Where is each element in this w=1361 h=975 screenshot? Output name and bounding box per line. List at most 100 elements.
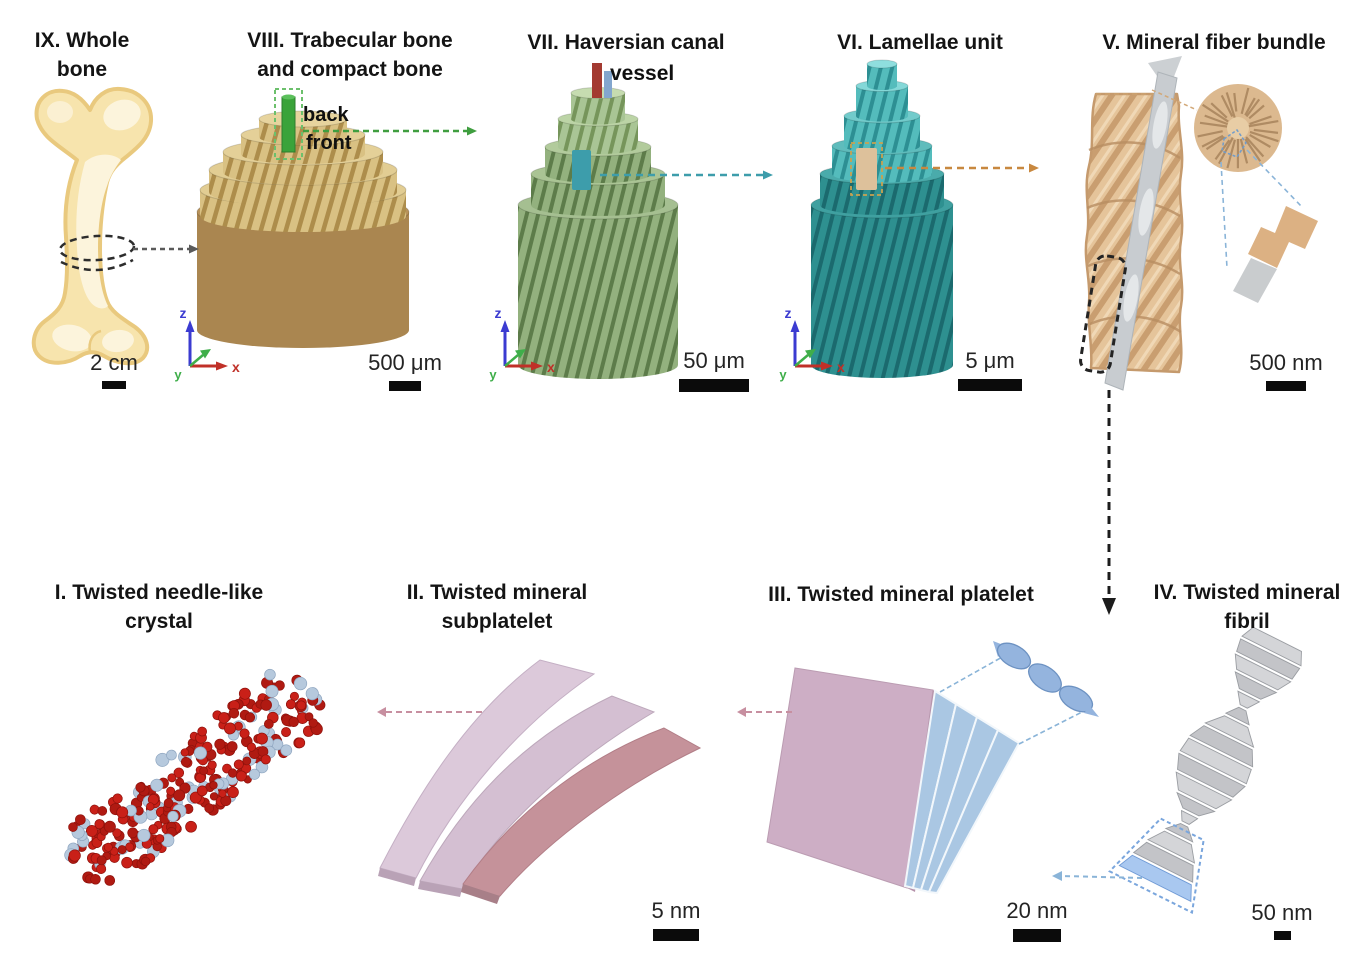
fibril-platelet <box>1224 706 1250 726</box>
oxygen-atom <box>260 699 272 711</box>
trabecular-tier-bottom <box>259 129 347 145</box>
x-axis-arrowhead <box>216 361 228 371</box>
y-axis-arrow <box>504 354 519 367</box>
oxygen-atom <box>218 789 227 798</box>
z-axis-arrowhead <box>790 320 800 332</box>
y-axis-arrowhead <box>200 349 211 359</box>
haversian-tier-bottom <box>558 140 638 154</box>
oxygen-atom <box>141 856 151 867</box>
fibril-platelet <box>1175 771 1233 810</box>
radial-line <box>1245 98 1261 118</box>
oxygen-atom <box>185 820 197 833</box>
oxygen-atom <box>308 718 318 728</box>
subplatelet-blade-2 <box>419 695 656 890</box>
oxygen-atom <box>260 754 271 765</box>
title-line: IV. Twisted mineral <box>1153 581 1341 604</box>
blade-3-edge <box>461 884 500 904</box>
fibril-platelet <box>1241 626 1302 667</box>
title-ii-subplatelet: II. Twisted mineral subplatelet <box>390 578 604 636</box>
scalebar-rule <box>102 381 126 389</box>
axis-label-z: z <box>785 305 792 321</box>
calcium-atom <box>137 828 151 843</box>
arrow-iv-to-iii-head <box>1052 871 1062 881</box>
fibril-platelet <box>1146 830 1196 864</box>
section-cut-dashed-arc <box>60 258 134 272</box>
highlighted-lamellae-patch <box>572 150 591 190</box>
radial-line <box>1249 130 1279 143</box>
radial-line <box>1210 102 1228 119</box>
arrow-v-to-iv-head <box>1102 598 1116 615</box>
calcium-atom <box>264 668 276 681</box>
staircase-mineral-gray <box>1233 258 1277 303</box>
oxygen-atom <box>75 814 86 826</box>
scalebar-label: 500 nm <box>1249 350 1323 375</box>
trabecular-tier-bottom <box>197 312 409 348</box>
calcium-atom <box>166 749 177 761</box>
axis-label-x: x <box>837 359 845 375</box>
title-iii-platelet: III. Twisted mineral platelet <box>768 583 1034 606</box>
femur-head-highlight <box>103 99 141 131</box>
radial-line <box>1253 128 1279 134</box>
radial-line <box>1218 135 1235 165</box>
z-axis-arrowhead <box>185 320 195 332</box>
lamellae-tier-bottom <box>856 110 908 122</box>
scalebar-viii: 500 μm <box>362 350 448 391</box>
scalebar-vii: 50 μm <box>668 348 760 392</box>
title-line: VIII. Trabecular bone <box>247 29 453 52</box>
scalebar-label: 500 μm <box>368 350 442 375</box>
arrow-vii-to-vi-head <box>763 170 773 180</box>
radial-line <box>1249 133 1271 148</box>
radial-line <box>1201 103 1229 123</box>
scalebar-rule <box>653 929 699 941</box>
oxygen-atom <box>197 726 208 737</box>
scalebar-rule <box>958 379 1022 391</box>
oxygen-atom <box>166 786 176 796</box>
ribbon-sheen-2 <box>1138 188 1154 236</box>
radial-line <box>1226 139 1236 169</box>
oxygen-atom <box>246 742 257 752</box>
oxygen-atom <box>112 793 123 804</box>
oxygen-atom <box>103 842 113 852</box>
radial-line <box>1225 92 1237 120</box>
oxygen-atom <box>296 700 307 711</box>
oxygen-atom <box>146 802 155 811</box>
trabecular-tier-bottom <box>209 177 397 207</box>
radial-line <box>1246 120 1279 128</box>
calcium-atom <box>160 833 175 848</box>
fibril-bottom-dashed-outline <box>1108 817 1205 915</box>
title-v-fiber-bundle: V. Mineral fiber bundle <box>1102 31 1326 54</box>
scalebar-rule <box>1013 929 1061 942</box>
title-line: and compact bone <box>257 58 443 81</box>
rope-twist-crease-1 <box>1088 141 1181 160</box>
lamellae-tier-body <box>867 64 897 86</box>
oxygen-atom <box>117 845 127 855</box>
scalebar-label: 5 μm <box>965 348 1015 373</box>
radial-line <box>1248 104 1265 120</box>
radial-line <box>1197 130 1223 138</box>
rope-twist-crease-2 <box>1086 199 1181 218</box>
oxygen-atom <box>207 760 217 770</box>
x-axis-arrowhead <box>821 361 833 371</box>
scalebar-vi: 5 μm <box>946 348 1034 391</box>
calcium-atom <box>248 768 261 780</box>
title-vi-lamellae: VI. Lamellae unit <box>837 31 1003 54</box>
scalebar-rule <box>389 381 421 391</box>
haversian-tier-bottom <box>531 194 665 216</box>
oxygen-atom <box>196 785 208 797</box>
haversian-extras <box>572 63 612 190</box>
oxygen-atom <box>281 727 291 738</box>
twisted-mineral-fibril-model <box>1108 626 1302 915</box>
scalebar-v: 500 nm <box>1242 350 1330 391</box>
oxygen-atom <box>233 759 244 770</box>
oxygen-atom <box>68 849 81 862</box>
lamellae-tier-bottom <box>811 352 953 378</box>
femur-condyle-highlight-right <box>102 329 134 353</box>
radial-line <box>1204 114 1230 126</box>
oxygen-atom <box>173 789 186 802</box>
inset-connector-dashed-1 <box>1220 161 1228 269</box>
scalebar-label: 50 μm <box>683 348 745 373</box>
radial-line <box>1201 134 1224 148</box>
radial-line <box>1239 138 1249 164</box>
helix-tip-right <box>1084 706 1099 717</box>
